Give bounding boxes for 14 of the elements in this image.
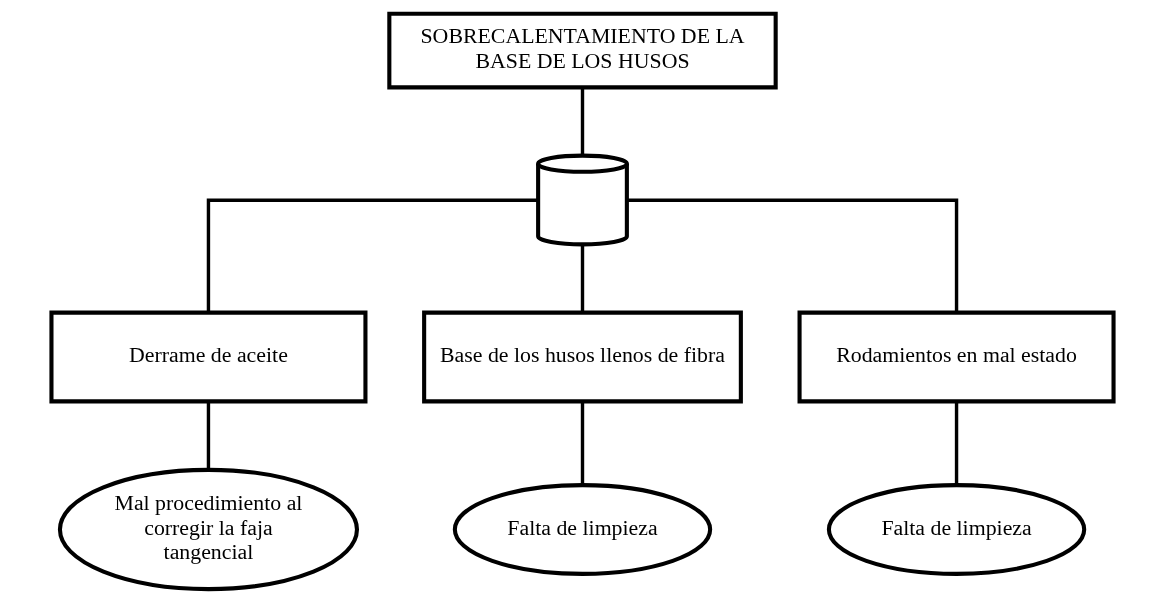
node-box: Rodamientos en mal estado xyxy=(797,310,1116,404)
connector xyxy=(206,401,210,470)
node-box: Derrame de aceite xyxy=(48,310,367,404)
connector xyxy=(626,198,958,313)
connector xyxy=(206,198,538,313)
connector xyxy=(580,87,584,156)
connector xyxy=(954,401,958,485)
node-box: Base de los husos llenos de fibra xyxy=(421,310,743,404)
connector xyxy=(580,401,584,485)
node-ellipse: Mal procedimiento al corregir la faja tangencial xyxy=(57,467,359,592)
node-ellipse: Falta de limpieza xyxy=(826,483,1086,576)
node-ellipse: Falta de limpieza xyxy=(452,483,712,576)
connector xyxy=(580,244,584,313)
node-box: SOBRECALENTAMIENTO DE LA BASE DE LOS HUSOS xyxy=(386,11,778,90)
